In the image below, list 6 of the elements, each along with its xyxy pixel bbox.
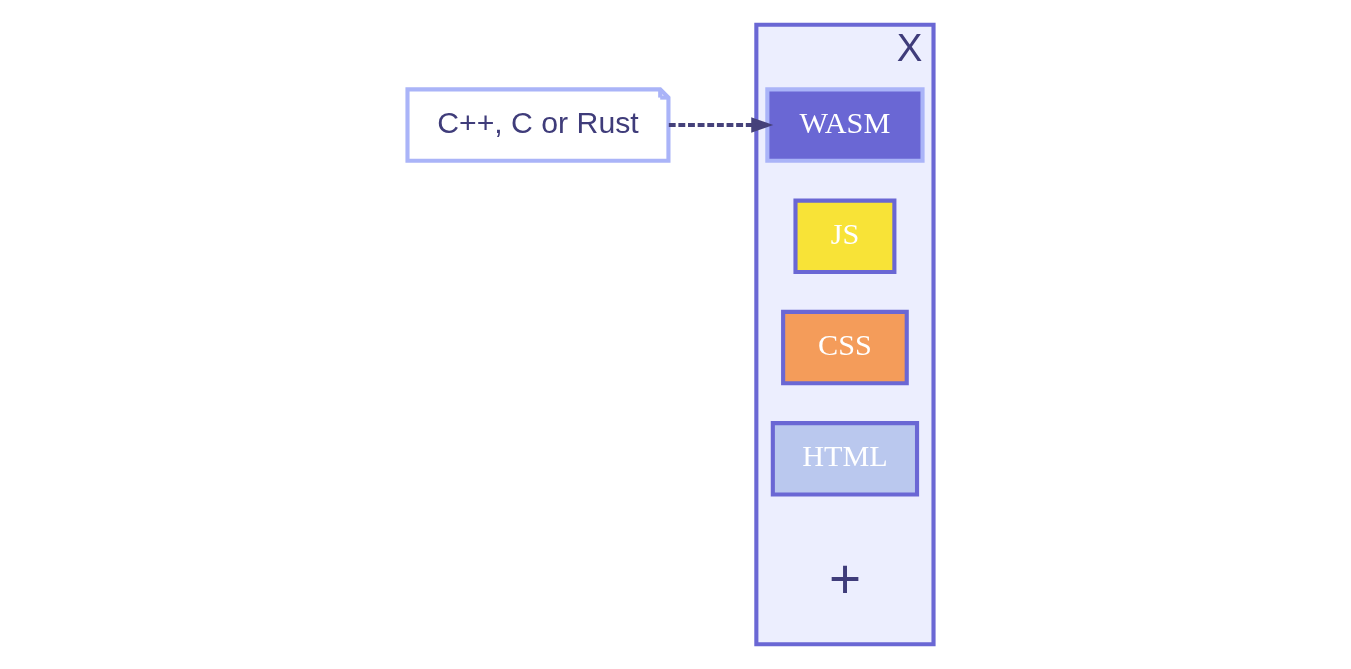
arrow (668, 117, 773, 133)
node-box: JS (792, 198, 896, 275)
label: + (828, 547, 861, 610)
node-box: CSS (780, 309, 909, 386)
node-box: HTML (770, 421, 919, 497)
node-box: WASM (764, 87, 925, 163)
